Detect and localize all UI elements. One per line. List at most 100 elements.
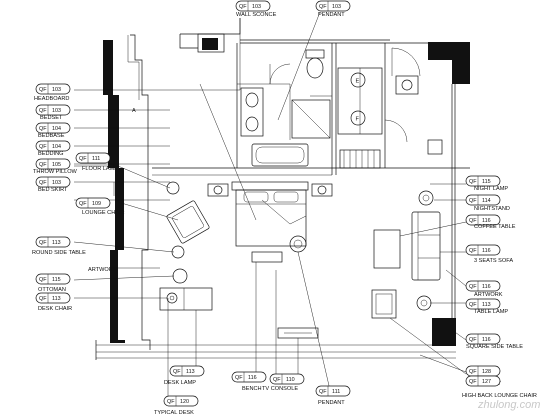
tag-code: 115 — [482, 179, 491, 185]
night-lamp-left-icon — [213, 185, 223, 195]
tag-prefix: QF — [39, 240, 47, 246]
label-sofa: 3 SEATS SOFA — [474, 258, 513, 264]
high-back-chair — [371, 289, 397, 319]
mark-e-circle — [350, 72, 366, 88]
tag-pill — [235, 0, 271, 12]
bed — [235, 189, 307, 247]
tag-prefix: QF — [79, 201, 87, 207]
coffee-table — [373, 229, 401, 269]
tag-pill — [465, 375, 501, 387]
shower — [291, 99, 331, 139]
mark-e: E — [356, 79, 360, 85]
minibar-unit — [339, 149, 381, 169]
label-ottoman: OTTOMAN — [38, 287, 66, 293]
label-square-side-table: SQUARE SIDE TABLE — [466, 344, 523, 350]
tag-code: 113 — [52, 240, 61, 246]
tag-prefix: QF — [39, 126, 47, 132]
tag-code: 103 — [52, 108, 61, 114]
tag-code: 116 — [248, 375, 257, 381]
bath-door-swing — [269, 63, 291, 85]
night-lamp-right-icon — [317, 185, 327, 195]
label-bedbase: BEDBASE — [38, 133, 65, 139]
pillow-right — [273, 191, 299, 203]
headboard — [231, 181, 309, 191]
tag-prefix: QF — [319, 389, 327, 395]
tag-code: 111 — [332, 389, 340, 395]
structure — [95, 18, 470, 360]
tag-pill — [465, 214, 501, 226]
tag-pill — [35, 158, 71, 170]
tag-code: 114 — [482, 198, 491, 204]
tag-pill — [315, 0, 351, 12]
side-lamp-top-icon — [418, 190, 434, 206]
tag-prefix: QF — [79, 156, 87, 162]
entry-lamp-icon — [401, 79, 413, 91]
throw-blanket — [261, 199, 307, 225]
tag-code: 104 — [52, 126, 61, 132]
leader-lines — [73, 11, 467, 398]
label-pendant-top: PENDANT — [318, 12, 345, 18]
bed-bench-round — [289, 235, 307, 253]
tag-prefix: QF — [469, 248, 477, 254]
tag-prefix: QF — [469, 218, 477, 224]
pillow-left — [243, 191, 269, 203]
tag-prefix: QF — [235, 375, 243, 381]
tag-pill — [35, 273, 71, 285]
tag-code: 116 — [482, 284, 491, 290]
label-round-side-table: ROUND SIDE TABLE — [32, 250, 86, 256]
tag-code: 127 — [482, 379, 491, 385]
label-desk-chair: DESK CHAIR — [38, 306, 72, 312]
tag-prefix: QF — [469, 369, 477, 375]
tag-pill — [169, 365, 205, 377]
column-top-right — [428, 42, 470, 84]
tag-prefix: QF — [167, 399, 175, 405]
label-floor-lamp: FLOOR LAMP — [82, 166, 118, 172]
toilet-bowl — [306, 57, 324, 79]
label-bedding: BEDDING — [38, 151, 64, 157]
label-artwork-right: ARTWORK — [474, 292, 503, 298]
tag-prefix: QF — [273, 377, 281, 383]
closet-door-swing — [384, 119, 408, 143]
tag-prefix: QF — [469, 284, 477, 290]
tag-prefix: QF — [39, 180, 47, 186]
bench — [251, 251, 283, 263]
tag-pill — [465, 333, 501, 345]
tag-code: 105 — [52, 162, 61, 168]
tag-prefix: QF — [39, 108, 47, 114]
tag-code: 120 — [180, 399, 189, 405]
mark-f: F — [356, 117, 360, 123]
nightstand-right — [311, 183, 333, 197]
lounge-chair — [166, 200, 210, 244]
tag-prefix: QF — [469, 379, 477, 385]
tag-code: 110 — [286, 377, 295, 383]
tag-pill — [35, 236, 71, 248]
wall-top-b — [179, 34, 198, 49]
tag-pill — [163, 395, 199, 407]
label-bedset: BEDSET — [40, 115, 63, 121]
label-typical-desk: TYPICAL DESK — [154, 410, 194, 416]
tag-code: 103 — [52, 180, 61, 186]
column-frame — [197, 33, 225, 53]
column-top-left — [202, 38, 218, 50]
label-table-lamp: TABLE LAMP — [474, 309, 508, 315]
tag-code: 103 — [52, 87, 61, 93]
tag-pill — [35, 140, 71, 152]
